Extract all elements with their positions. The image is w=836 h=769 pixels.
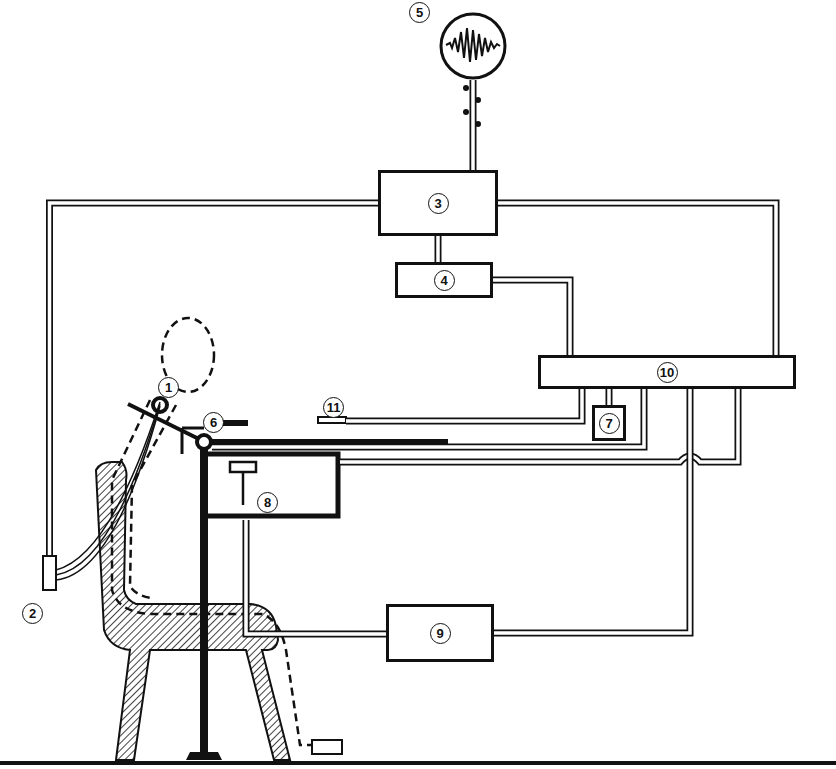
circle-outline [439,12,507,80]
floor-line [0,761,836,765]
foot-pad [312,740,342,754]
signal-circle: 5 [439,12,507,80]
callout-number: 1 [158,377,179,398]
callout-number: 8 [257,492,278,513]
callout-number: 2 [22,603,43,624]
meter-box: 7 [592,405,626,441]
cable-connector [438,236,439,262]
callout-number: 10 [657,362,678,383]
signal-wires [212,389,738,634]
cable-connector [473,80,474,170]
callout-number: 9 [430,623,451,644]
interface-box: 10 [538,355,796,389]
callout-number: 5 [409,2,430,23]
cable-connector [494,389,690,633]
callout-number: 4 [434,270,455,291]
callout-number: 6 [203,412,224,433]
cable-connector [493,280,570,355]
callout-number: 3 [428,193,449,214]
electrode-box: 2 [42,555,57,591]
control-box: 9 [386,604,494,662]
callout-number: 11 [323,397,344,418]
unit-box: 4 [395,262,493,298]
amplifier-box: 3 [378,170,498,236]
electrode-leads [56,402,160,580]
waveform [446,28,500,62]
stand [128,398,448,760]
cable-connector [50,203,379,555]
subject-outline [112,318,318,745]
callout-number: 7 [599,413,620,434]
cable-connector [609,389,610,405]
